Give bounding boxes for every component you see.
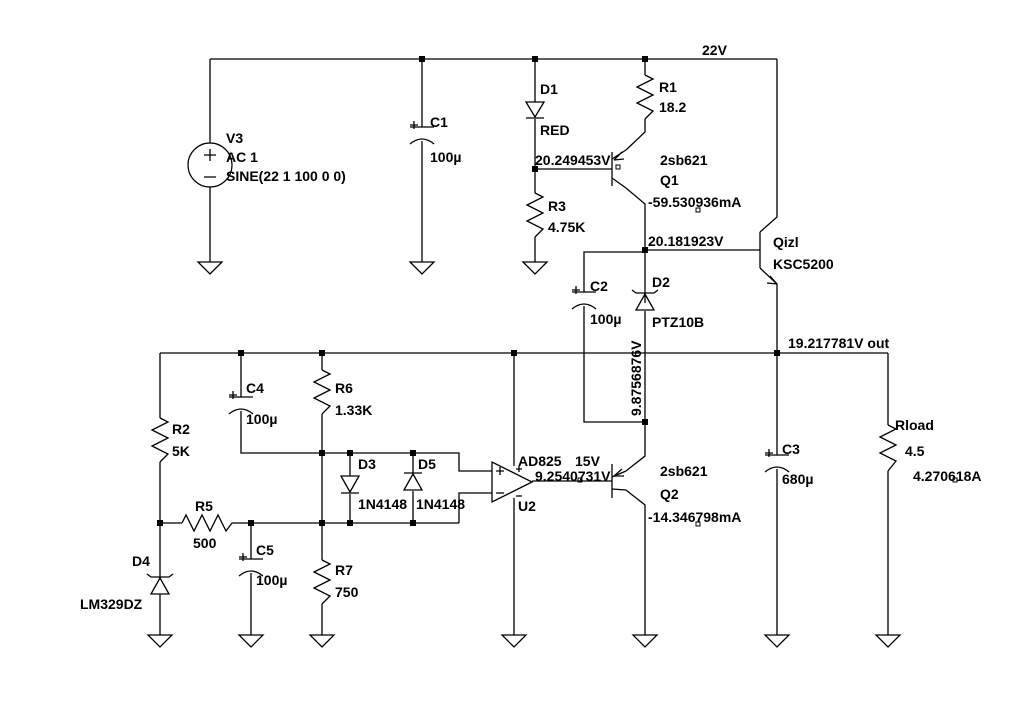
transistor-q1 (611, 149, 627, 189)
q2-model: 2sb621 (660, 463, 708, 479)
zener-diode-d2 (631, 289, 659, 311)
r5-value: 500 (193, 535, 217, 551)
d4-value: LM329DZ (80, 596, 143, 612)
q1-current: -59.530936mA (648, 194, 741, 210)
d3-value: 1N4148 (358, 496, 407, 512)
rload-name: Rload (895, 417, 934, 433)
r3-value: 4.75K (548, 219, 585, 235)
v3-ac: AC 1 (226, 149, 258, 165)
ground-icon (237, 634, 265, 648)
r7-name: R7 (335, 562, 353, 578)
v3-value: SINE(22 1 100 0 0) (226, 168, 346, 184)
ground-icon (196, 261, 224, 275)
d5-name: D5 (418, 456, 436, 472)
c2-name: C2 (590, 278, 608, 294)
r5-name: R5 (195, 498, 213, 514)
node-supply-label: 22V (702, 42, 728, 58)
qizl-name: Qizl (773, 234, 799, 250)
r6-name: R6 (335, 380, 353, 396)
u2-name: U2 (518, 498, 536, 514)
ground-symbols (146, 261, 902, 648)
resistor-r5 (181, 513, 233, 533)
capacitor-c4 (228, 391, 254, 415)
c1-value: 100µ (430, 149, 461, 165)
transistor-q2 (611, 464, 627, 498)
junctions (157, 56, 780, 526)
r3-name: R3 (548, 198, 566, 214)
r1-value: 18.2 (659, 99, 686, 115)
ground-icon (763, 634, 791, 648)
ground-icon (521, 261, 549, 275)
r6-value: 1.33K (335, 402, 372, 418)
ground-icon (308, 634, 336, 648)
transistor-qizl (759, 232, 778, 285)
capacitor-c3 (764, 449, 790, 473)
r7-value: 750 (335, 584, 359, 600)
resistor-rload (878, 424, 898, 472)
r2-value: 5K (172, 443, 190, 459)
labels: 22V V3 AC 1 SINE(22 1 100 0 0) C1 100µ D… (80, 42, 982, 612)
resistor-r1 (635, 74, 655, 120)
capacitor-c2 (571, 286, 597, 310)
resistor-r2 (150, 417, 170, 463)
diode-d1 (524, 101, 546, 119)
capacitor-c5 (238, 553, 264, 577)
zener-diode-d4 (146, 573, 174, 595)
voltage-source-v3 (187, 142, 233, 188)
probe-markers (577, 164, 958, 527)
capacitor-c1 (409, 121, 435, 145)
q2-current: -14.346798mA (648, 509, 741, 525)
node-q2-base-voltage: 9.2540731V (535, 468, 611, 484)
diode-d3 (339, 475, 361, 494)
d4-name: D4 (132, 553, 150, 569)
c5-value: 100µ (256, 572, 287, 588)
d1-value: RED (540, 122, 570, 138)
u2-supply: 15V (575, 453, 601, 469)
resistor-r7 (312, 559, 332, 605)
d5-value: 1N4148 (416, 496, 465, 512)
ground-icon (500, 634, 528, 648)
node-q1-emitter-voltage: 20.181923V (648, 233, 724, 249)
ground-icon (146, 634, 174, 648)
c4-name: C4 (246, 380, 264, 396)
node-q1-base-voltage: 20.249453V (535, 152, 611, 168)
c2-value: 100µ (590, 311, 621, 327)
q1-model: 2sb621 (660, 152, 708, 168)
c1-name: C1 (430, 114, 448, 130)
node-out-label: 19.217781V out (788, 335, 890, 351)
u2-model: AD825 (518, 453, 562, 469)
d2-name: D2 (652, 274, 670, 290)
qizl-model: KSC5200 (773, 256, 834, 272)
c3-name: C3 (782, 441, 800, 457)
r1-name: R1 (659, 79, 677, 95)
c4-value: 100µ (246, 411, 277, 427)
ground-icon (631, 634, 659, 648)
ground-icon (408, 261, 436, 275)
rload-value: 4.5 (905, 443, 925, 459)
c5-name: C5 (256, 542, 274, 558)
d1-name: D1 (540, 81, 558, 97)
rload-current: 4.270618A (913, 468, 982, 484)
v3-name: V3 (226, 130, 243, 146)
r2-name: R2 (172, 421, 190, 437)
resistor-r6 (312, 369, 332, 415)
c3-value: 680µ (782, 471, 813, 487)
q1-name: Q1 (660, 172, 679, 188)
ground-icon (874, 634, 902, 648)
q2-name: Q2 (660, 486, 679, 502)
d3-name: D3 (358, 456, 376, 472)
diode-d5 (402, 472, 424, 491)
d2-value: PTZ10B (652, 314, 704, 330)
node-zener-voltage: 9.8756876V (628, 340, 644, 416)
opamp-u2 (491, 460, 534, 504)
resistor-r3 (525, 192, 545, 238)
